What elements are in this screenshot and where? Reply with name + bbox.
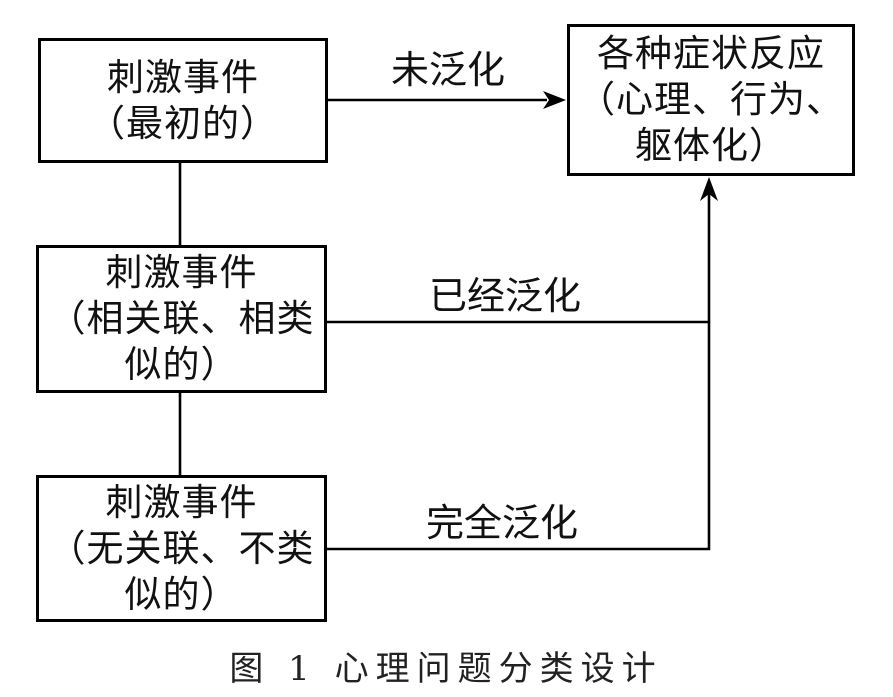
box-symptom-reactions: 各种症状反应 （心理、行为、 躯体化） bbox=[567, 24, 855, 176]
box-unrelated-stimulus-line3: 似的） bbox=[124, 572, 239, 616]
box-related-stimulus-line2: （相关联、相类 bbox=[48, 297, 315, 340]
box-initial-stimulus-line1: 刺激事件 bbox=[107, 55, 259, 99]
box-unrelated-stimulus-line2: （无关联、不类 bbox=[48, 526, 315, 570]
box-related-stimulus-line3: 似的） bbox=[124, 343, 239, 386]
arrow-fully-generalized-shaft bbox=[326, 194, 711, 551]
box-symptom-reactions-line3: 躯体化） bbox=[635, 124, 787, 167]
edge-label-already-generalized: 已经泛化 bbox=[428, 274, 582, 318]
arrow-into-symptoms-head bbox=[700, 177, 718, 201]
edge-label-not-generalized: 未泛化 bbox=[390, 48, 506, 92]
box-unrelated-stimulus-line1: 刺激事件 bbox=[105, 480, 258, 524]
box-related-stimulus: 刺激事件 （相关联、相类 似的） bbox=[36, 245, 327, 393]
box-initial-stimulus-line2: （最初的） bbox=[88, 101, 278, 145]
edge-label-fully-generalized: 完全泛化 bbox=[425, 501, 579, 545]
box-symptom-reactions-line2: （心理、行为、 bbox=[578, 78, 844, 121]
box-initial-stimulus: 刺激事件 （最初的） bbox=[38, 38, 328, 163]
box-unrelated-stimulus: 刺激事件 （无关联、不类 似的） bbox=[36, 475, 327, 622]
box-related-stimulus-line1: 刺激事件 bbox=[105, 251, 258, 294]
figure-caption: 图 1 心理问题分类设计 bbox=[229, 649, 663, 689]
arrow-not-generalized-head bbox=[543, 91, 566, 109]
box-symptom-reactions-line1: 各种症状反应 bbox=[597, 32, 825, 75]
